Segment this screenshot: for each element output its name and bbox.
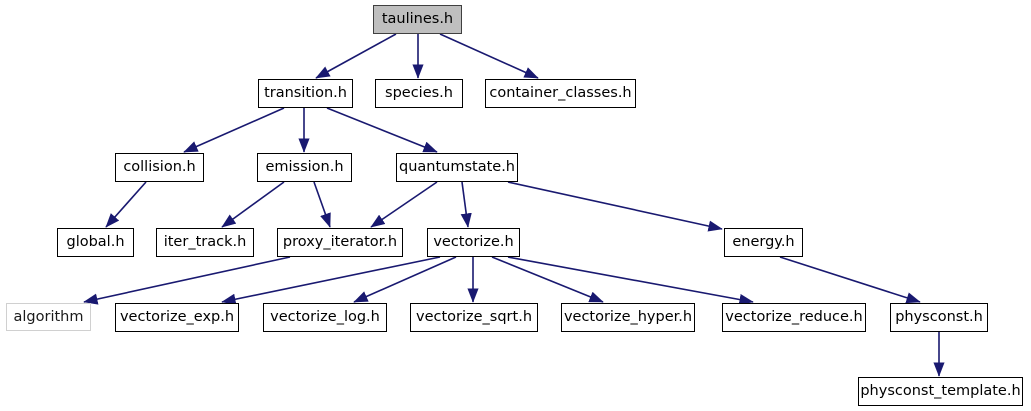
graph-node-label-vectorize_exp: vectorize_exp.h bbox=[119, 309, 235, 326]
graph-edge-quantumstate-to-proxy_iterator bbox=[370, 181, 438, 228]
graph-node-vectorize_exp[interactable]: vectorize_exp.h bbox=[115, 303, 239, 332]
graph-node-label-quantumstate: quantumstate.h bbox=[399, 159, 515, 176]
graph-node-label-iter_track: iter_track.h bbox=[163, 234, 247, 251]
graph-node-label-energy: energy.h bbox=[732, 234, 795, 251]
graph-edge-emission-to-proxy_iterator bbox=[313, 181, 331, 228]
graph-node-label-taulines: taulines.h bbox=[381, 11, 454, 28]
graph-node-transition[interactable]: transition.h bbox=[258, 79, 353, 108]
graph-node-label-physconst_template: physconst_template.h bbox=[860, 383, 1021, 400]
graph-node-physconst[interactable]: physconst.h bbox=[890, 303, 988, 332]
graph-node-label-vectorize_reduce: vectorize_reduce.h bbox=[725, 309, 863, 326]
graph-node-label-vectorize_log: vectorize_log.h bbox=[270, 309, 380, 326]
graph-edge-quantumstate-to-energy bbox=[507, 181, 723, 232]
graph-node-vectorize_sqrt[interactable]: vectorize_sqrt.h bbox=[410, 303, 538, 332]
graph-node-container_classes[interactable]: container_classes.h bbox=[485, 79, 636, 108]
graph-node-vectorize_hyper[interactable]: vectorize_hyper.h bbox=[561, 303, 695, 332]
graph-node-label-species: species.h bbox=[385, 85, 453, 102]
graph-edge-taulines-to-container_classes bbox=[439, 33, 539, 79]
graph-edge-quantumstate-to-vectorize bbox=[460, 181, 472, 228]
graph-node-energy[interactable]: energy.h bbox=[724, 228, 803, 257]
graph-node-label-physconst: physconst.h bbox=[895, 309, 983, 326]
graph-node-taulines[interactable]: taulines.h bbox=[373, 5, 462, 34]
graph-edge-energy-to-physconst bbox=[779, 256, 921, 304]
graph-node-vectorize_log[interactable]: vectorize_log.h bbox=[263, 303, 387, 332]
graph-edge-vectorize-to-vectorize_reduce bbox=[507, 256, 754, 306]
graph-edge-emission-to-iter_track bbox=[221, 181, 285, 228]
graph-node-label-vectorize_hyper: vectorize_hyper.h bbox=[563, 309, 693, 326]
graph-node-label-vectorize_sqrt: vectorize_sqrt.h bbox=[416, 309, 533, 326]
graph-node-label-collision: collision.h bbox=[123, 159, 196, 176]
graph-edge-vectorize-to-vectorize_exp bbox=[221, 256, 441, 305]
graph-node-label-global: global.h bbox=[66, 234, 125, 251]
graph-node-label-algorithm: algorithm bbox=[13, 308, 84, 325]
graph-node-global[interactable]: global.h bbox=[57, 228, 134, 257]
graph-node-species[interactable]: species.h bbox=[375, 79, 463, 108]
graph-node-physconst_template[interactable]: physconst_template.h bbox=[858, 377, 1023, 406]
graph-edge-collision-to-global bbox=[105, 181, 147, 228]
graph-node-algorithm[interactable]: algorithm bbox=[6, 303, 91, 331]
graph-node-vectorize[interactable]: vectorize.h bbox=[427, 228, 520, 257]
graph-node-quantumstate[interactable]: quantumstate.h bbox=[396, 153, 518, 182]
graph-node-proxy_iterator[interactable]: proxy_iterator.h bbox=[277, 228, 403, 257]
graph-node-collision[interactable]: collision.h bbox=[115, 153, 204, 182]
graph-edge-proxy_iterator-to-algorithm bbox=[83, 256, 291, 305]
graph-node-label-container_classes: container_classes.h bbox=[489, 85, 632, 102]
graph-edge-taulines-to-transition bbox=[315, 33, 397, 79]
graph-edge-vectorize-to-vectorize_hyper bbox=[491, 256, 604, 303]
graph-node-label-emission: emission.h bbox=[265, 159, 344, 176]
graph-node-label-vectorize: vectorize.h bbox=[433, 234, 514, 251]
graph-edge-vectorize-to-vectorize_log bbox=[353, 256, 457, 303]
graph-edge-transition-to-collision bbox=[183, 107, 285, 153]
graph-node-vectorize_reduce[interactable]: vectorize_reduce.h bbox=[722, 303, 866, 332]
graph-node-label-proxy_iterator: proxy_iterator.h bbox=[282, 234, 398, 251]
edge-group bbox=[83, 33, 945, 377]
graph-edge-transition-to-quantumstate bbox=[326, 107, 438, 153]
graph-node-label-transition: transition.h bbox=[264, 85, 347, 102]
graph-node-iter_track[interactable]: iter_track.h bbox=[156, 228, 254, 257]
graph-node-emission[interactable]: emission.h bbox=[257, 153, 352, 182]
